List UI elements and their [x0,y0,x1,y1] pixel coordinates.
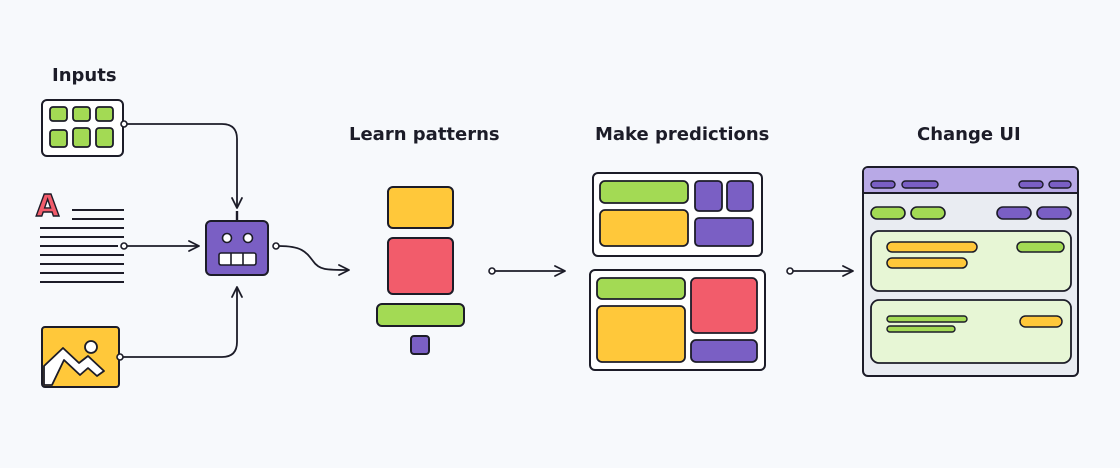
label-change-ui: Change UI [917,124,1021,145]
adapted-ui-window [862,166,1079,377]
image-icon [41,326,120,388]
learn-to-predict-connector [488,265,566,277]
learned-patterns-stack [376,186,465,355]
predict-to-ui-connector [786,265,854,277]
text-document-icon: A [35,188,124,283]
grid-icon [41,99,124,157]
robot-icon [205,211,269,276]
prediction-layout-bottom [589,269,766,371]
letter-a-glyph: A [36,189,60,224]
input-connectors [116,120,243,361]
prediction-layout-top [592,172,763,257]
label-make-predictions: Make predictions [595,124,770,145]
label-learn-patterns: Learn patterns [349,124,500,145]
model-to-learn-connector [272,242,350,276]
label-inputs: Inputs [52,65,117,86]
